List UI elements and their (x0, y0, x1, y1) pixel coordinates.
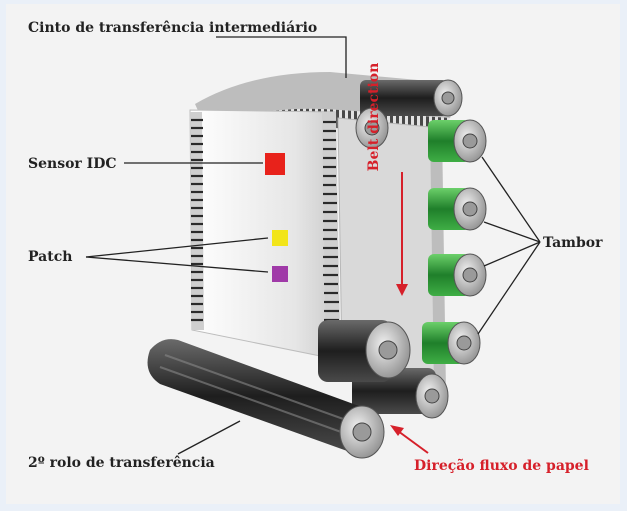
belt-label: Cinto de transferência intermediário (28, 20, 318, 36)
yellow-patch (272, 230, 288, 246)
paper-flow-label: Direção fluxo de papel (414, 458, 589, 474)
patch-label: Patch (28, 249, 73, 265)
sensor-idc-patch (265, 153, 285, 175)
drum-label: Tambor (543, 235, 603, 251)
drum-leader-line-4 (477, 241, 541, 335)
paper-flow-arrow (390, 425, 429, 454)
drum-leader-line-3 (483, 241, 541, 267)
belt-leader-line (216, 36, 347, 78)
bottom-roller-front (318, 320, 411, 382)
drum-1 (428, 119, 487, 163)
patch-leader-line-1 (85, 237, 269, 258)
second-transfer-roller (147, 339, 385, 459)
drum-2 (428, 187, 487, 231)
patch-leader-line-2 (85, 256, 269, 273)
top-roller (360, 79, 463, 117)
drum-3 (428, 253, 487, 297)
belt-direction-arrow (396, 172, 408, 296)
magenta-patch (272, 266, 288, 282)
belt-front-roller (355, 107, 389, 149)
sensor-idc-label: Sensor IDC (28, 156, 117, 172)
drum-leader-line-2 (483, 221, 541, 243)
drum-4 (422, 321, 481, 365)
belt-front (189, 109, 341, 361)
second-roller-label: 2º rolo de transferência (28, 455, 215, 471)
belt-direction-label: Belt direction (366, 62, 382, 172)
drum-leader-line-1 (481, 156, 541, 243)
roller-leader-line (177, 420, 241, 455)
